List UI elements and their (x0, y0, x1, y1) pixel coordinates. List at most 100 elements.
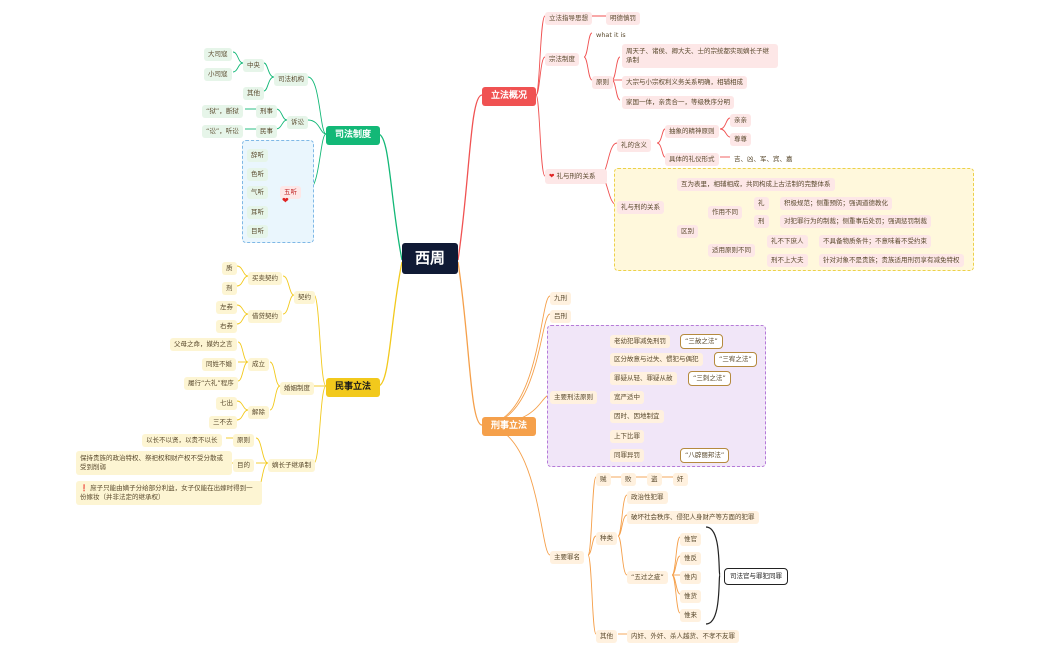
node-principle-5[interactable]: 因时、因地制宜 (610, 410, 664, 423)
node-liuli[interactable]: 履行“六礼”程序 (184, 377, 238, 390)
node-wuting-3[interactable]: 气听 (247, 186, 268, 199)
node-principle-6[interactable]: 上下比罪 (610, 430, 644, 443)
node-principle-7-tag[interactable]: “八辟丽邦法” (680, 448, 730, 463)
node-yu[interactable]: “狱”，断狱 (202, 105, 243, 118)
node-lvxing[interactable]: 吕刑 (550, 310, 571, 323)
node-li-meaning[interactable]: 礼的含义 (617, 139, 651, 152)
node-zongfa-item-1[interactable]: 周天子、诸侯、卿大夫、士的宗统都实现嫡长子继承制 (622, 44, 778, 68)
node-principle-3[interactable]: 罪疑从轻、罪疑从赦 (610, 372, 677, 385)
node-wuguo-4[interactable]: 惟货 (680, 590, 701, 603)
node-wuguo-5[interactable]: 惟来 (680, 609, 701, 622)
node-kind-2[interactable]: 破坏社会秩序、侵犯人身财产等方面的犯罪 (627, 511, 759, 524)
node-zhi[interactable]: 质 (222, 262, 237, 275)
node-yuanze-text[interactable]: 以长不以贤，以贵不以长 (142, 434, 222, 447)
node-five-rites[interactable]: 吉、凶、军、宾、嘉 (734, 155, 793, 163)
node-rule2[interactable]: 刑不上大夫 (767, 254, 808, 267)
node-other-text[interactable]: 内奸、外奸、杀人越货、不孝不友罪 (627, 630, 739, 643)
node-zei-bai[interactable]: 败 (621, 473, 636, 486)
node-note[interactable]: ❗ 庶子只能由嫡子分给部分利益，女子仅能在出嫁时得到一份嫁妆（并非法定的继承权） (76, 481, 262, 505)
branch-lifa[interactable]: 立法概况 (482, 87, 537, 106)
node-principle-2-tag[interactable]: “三宥之法” (714, 352, 757, 367)
node-principle[interactable]: 原则 (592, 76, 613, 89)
node-lixing[interactable]: ❤ 礼与刑的关系 (545, 169, 607, 184)
node-zei-dao[interactable]: 盗 (647, 473, 662, 486)
branch-sifa[interactable]: 司法制度 (326, 126, 381, 145)
node-mudi-text[interactable]: 保持贵族的政治特权、祭祀权和财产权不受分散或受到削弱 (76, 451, 232, 475)
node-li[interactable]: 礼 (754, 197, 769, 210)
node-principle-1-tag[interactable]: “三赦之法” (680, 334, 723, 349)
node-mudi[interactable]: 目的 (233, 459, 254, 472)
node-qinqin[interactable]: 亲亲 (730, 114, 751, 127)
branch-minshi[interactable]: 民事立法 (326, 378, 381, 397)
node-zunzun[interactable]: 尊尊 (730, 133, 751, 146)
node-principle-7[interactable]: 同罪异罚 (610, 449, 644, 462)
node-qita[interactable]: 其他 (243, 87, 264, 100)
node-xing[interactable]: 刑 (754, 215, 769, 228)
node-wuting-4[interactable]: 耳听 (247, 206, 268, 219)
node-principles[interactable]: 主要刑法原则 (550, 391, 597, 404)
node-principle-1[interactable]: 老幼犯罪减免刑罚 (610, 335, 670, 348)
node-wuguo[interactable]: “五过之疵” (627, 571, 668, 584)
node-zhongyang[interactable]: 中央 (243, 59, 264, 72)
node-wuguo-note[interactable]: 司法官与罪犯同罪 (724, 568, 788, 585)
node-what-it-is[interactable]: what it is (596, 31, 626, 39)
node-jigou[interactable]: 司法机构 (274, 73, 308, 86)
node-song[interactable]: “讼”，听讼 (202, 125, 243, 138)
node-wuguo-3[interactable]: 惟内 (680, 571, 701, 584)
node-crimes[interactable]: 主要罪名 (550, 551, 584, 564)
node-maimai[interactable]: 买卖契约 (248, 272, 282, 285)
node-principle-4[interactable]: 宽严适中 (610, 391, 644, 404)
node-wuguo-1[interactable]: 惟官 (680, 533, 701, 546)
node-dizhang[interactable]: 嫡长子继承制 (268, 459, 315, 472)
root-node[interactable]: 西周 (402, 243, 459, 274)
node-principle-3-tag[interactable]: “三刺之法” (688, 371, 731, 386)
node-susong[interactable]: 诉讼 (287, 116, 308, 129)
node-zongfa-item-2[interactable]: 大宗与小宗权利义务关系明确，相辅相成 (622, 76, 747, 89)
node-diff[interactable]: 区别 (677, 225, 698, 238)
node-hunyin[interactable]: 婚姻制度 (280, 382, 314, 395)
node-lixing-relation[interactable]: 礼与刑的关系 (617, 201, 664, 214)
node-zei-jian[interactable]: 奸 (673, 473, 688, 486)
node-zuoquan[interactable]: 左券 (216, 301, 237, 314)
node-ji[interactable]: 剂 (222, 282, 237, 295)
node-abstract[interactable]: 抽象的精神原则 (665, 125, 719, 138)
node-func-diff[interactable]: 作用不同 (708, 206, 742, 219)
node-other[interactable]: 其他 (596, 630, 617, 643)
node-qichu[interactable]: 七出 (216, 397, 237, 410)
node-xiaosikou[interactable]: 小司寇 (204, 68, 232, 81)
node-principle-2[interactable]: 区分故意与过失、惯犯与偶犯 (610, 353, 703, 366)
node-zongfa[interactable]: 宗法制度 (545, 53, 579, 66)
node-wuting-1[interactable]: 辞听 (247, 149, 268, 162)
node-wuting[interactable]: 五听 (280, 186, 301, 199)
node-jiuxing[interactable]: 九刑 (550, 292, 571, 305)
node-jiedai[interactable]: 借贷契约 (248, 310, 282, 323)
node-rule2-text[interactable]: 针对对象不是贵族；贵族适用刑罚享有减免特权 (819, 254, 964, 267)
node-zongfa-item-3[interactable]: 家国一体，亲贵合一，等级秩序分明 (622, 96, 734, 109)
node-mingde[interactable]: 明德慎罚 (606, 12, 640, 25)
node-tongxing[interactable]: 同姓不婚 (202, 358, 236, 371)
node-minshi-case[interactable]: 民事 (256, 125, 277, 138)
node-rule1-text[interactable]: 不具备物质条件；不意味着不受约束 (819, 235, 931, 248)
node-wuting-2[interactable]: 色听 (247, 168, 268, 181)
node-dasikou[interactable]: 大司寇 (204, 48, 232, 61)
node-wuguo-2[interactable]: 惟反 (680, 552, 701, 565)
node-zei[interactable]: 贼 (596, 473, 611, 486)
node-qiyue[interactable]: 契约 (294, 291, 315, 304)
node-rule1[interactable]: 礼不下庶人 (767, 235, 808, 248)
node-xingshi-case[interactable]: 刑事 (256, 105, 277, 118)
node-kind-1[interactable]: 政治性犯罪 (627, 491, 668, 504)
node-xing-text[interactable]: 对犯罪行为的制裁；侧重事后处罚；强调惩罚制裁 (780, 215, 931, 228)
node-jiechu[interactable]: 解除 (248, 406, 269, 419)
node-chengli[interactable]: 成立 (248, 358, 269, 371)
node-kinds[interactable]: 种类 (596, 532, 617, 545)
node-concrete[interactable]: 具体的礼仪形式 (665, 153, 719, 166)
node-fumu[interactable]: 父母之命，媒妁之言 (170, 338, 237, 351)
branch-xingshi[interactable]: 刑事立法 (482, 417, 537, 436)
node-li-text[interactable]: 积极规范；侧重预防；强调道德教化 (780, 197, 892, 210)
node-sanbuqu[interactable]: 三不去 (209, 416, 237, 429)
node-yuanze[interactable]: 原则 (233, 434, 254, 447)
node-scope-diff[interactable]: 适用原则不同 (708, 244, 755, 257)
node-relation-summary[interactable]: 互为表里，相辅相成，共同构成上古法制的完整体系 (677, 178, 835, 191)
node-wuting-5[interactable]: 目听 (247, 225, 268, 238)
node-youquan[interactable]: 右券 (216, 320, 237, 333)
